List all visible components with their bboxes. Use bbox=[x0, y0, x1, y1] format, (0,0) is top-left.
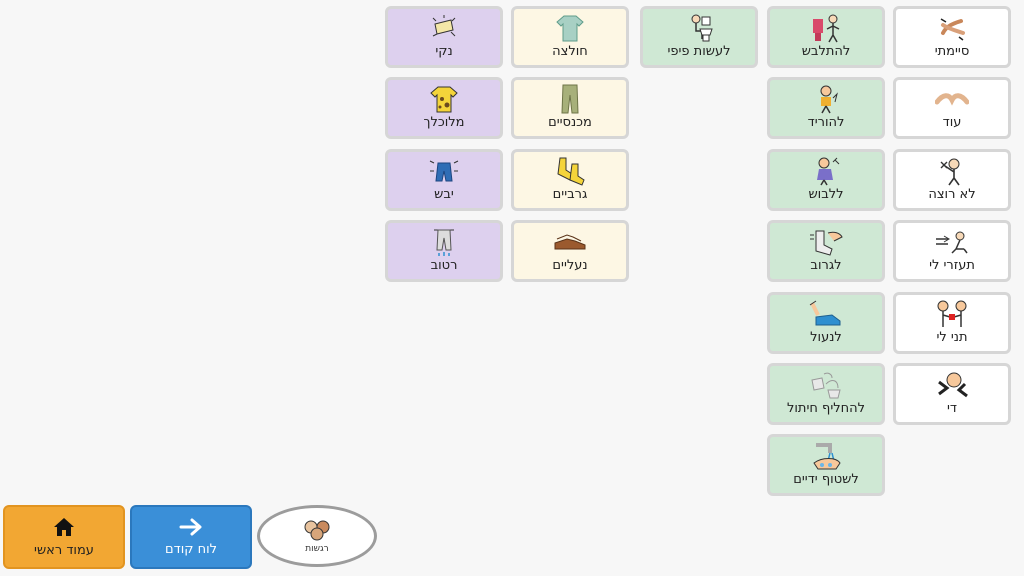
card-label: חולצה bbox=[552, 44, 588, 59]
enough-icon bbox=[896, 369, 1008, 401]
card-put-on-shoes[interactable]: לנעול bbox=[767, 292, 885, 354]
card-toilet[interactable]: לעשות פיפי bbox=[640, 6, 758, 68]
card-socks[interactable]: גרביים bbox=[511, 149, 629, 211]
card-shirt[interactable]: חולצה bbox=[511, 6, 629, 68]
card-get-dressed[interactable]: להתלבש bbox=[767, 6, 885, 68]
dont-want-icon bbox=[896, 155, 1008, 187]
clean-icon bbox=[388, 12, 500, 44]
socks-icon bbox=[514, 155, 626, 187]
dry-icon bbox=[388, 155, 500, 187]
card-help-me[interactable]: תעזרי לי bbox=[893, 220, 1011, 282]
previous-board-button[interactable]: לוח קודם bbox=[130, 505, 252, 569]
feelings-button[interactable]: רגשות bbox=[257, 505, 377, 567]
feelings-label: רגשות bbox=[305, 544, 329, 554]
home-button-label: עמוד ראשי bbox=[34, 542, 94, 558]
put-on-socks-icon bbox=[770, 226, 882, 258]
card-put-on[interactable]: ללבוש bbox=[767, 149, 885, 211]
card-label: רטוב bbox=[430, 258, 458, 273]
put-on-icon bbox=[770, 155, 882, 187]
card-label: לא רוצה bbox=[928, 187, 976, 202]
card-label: ללבוש bbox=[808, 187, 844, 202]
card-enough[interactable]: די bbox=[893, 363, 1011, 425]
card-label: מכנסיים bbox=[548, 115, 592, 130]
card-label: תני לי bbox=[936, 330, 968, 345]
card-label: עוד bbox=[942, 115, 962, 130]
card-put-on-socks[interactable]: לגרוב bbox=[767, 220, 885, 282]
give-me-icon bbox=[896, 298, 1008, 330]
dirty-shirt-icon bbox=[388, 83, 500, 115]
card-label: מלוכלך bbox=[423, 115, 465, 130]
card-label: לעשות פיפי bbox=[667, 44, 731, 59]
change-diaper-icon bbox=[770, 369, 882, 401]
card-label: להוריד bbox=[807, 115, 845, 130]
home-icon bbox=[54, 517, 74, 536]
card-wet[interactable]: רטוב bbox=[385, 220, 503, 282]
toilet-icon bbox=[643, 12, 755, 44]
card-dry[interactable]: יבש bbox=[385, 149, 503, 211]
wash-hands-icon bbox=[770, 440, 882, 472]
more-hands-icon bbox=[896, 83, 1008, 115]
card-shoes[interactable]: נעליים bbox=[511, 220, 629, 282]
shoes-icon bbox=[514, 226, 626, 258]
previous-board-label: לוח קודם bbox=[164, 541, 218, 557]
card-label: תעזרי לי bbox=[929, 258, 975, 273]
pants-icon bbox=[514, 83, 626, 115]
card-label: להתלבש bbox=[801, 44, 851, 59]
card-label: להחליף חיתול bbox=[787, 401, 865, 416]
put-on-shoes-icon bbox=[770, 298, 882, 330]
card-label: די bbox=[946, 401, 957, 416]
arrow-right-icon bbox=[179, 518, 202, 535]
card-label: נקי bbox=[435, 44, 453, 59]
get-dressed-icon bbox=[770, 12, 882, 44]
card-dont-want[interactable]: לא רוצה bbox=[893, 149, 1011, 211]
card-finished[interactable]: סיימתי bbox=[893, 6, 1011, 68]
card-take-off[interactable]: להוריד bbox=[767, 77, 885, 139]
card-label: גרביים bbox=[552, 187, 588, 202]
wet-icon bbox=[388, 226, 500, 258]
card-dirty[interactable]: מלוכלך bbox=[385, 77, 503, 139]
faces-icon bbox=[304, 520, 330, 541]
card-label: יבש bbox=[434, 187, 454, 202]
card-wash-hands[interactable]: לשטוף ידיים bbox=[767, 434, 885, 496]
card-give-me[interactable]: תני לי bbox=[893, 292, 1011, 354]
card-label: לשטוף ידיים bbox=[793, 472, 859, 487]
card-clean[interactable]: נקי bbox=[385, 6, 503, 68]
card-label: לנעול bbox=[810, 330, 842, 345]
finished-hands-icon bbox=[896, 12, 1008, 44]
card-label: נעליים bbox=[552, 258, 588, 273]
home-button[interactable]: עמוד ראשי bbox=[3, 505, 125, 569]
card-label: סיימתי bbox=[934, 44, 970, 59]
card-more[interactable]: עוד bbox=[893, 77, 1011, 139]
card-pants[interactable]: מכנסיים bbox=[511, 77, 629, 139]
take-off-icon bbox=[770, 83, 882, 115]
card-label: לגרוב bbox=[810, 258, 842, 273]
help-me-icon bbox=[896, 226, 1008, 258]
shirt-icon bbox=[514, 12, 626, 44]
card-change-diaper[interactable]: להחליף חיתול bbox=[767, 363, 885, 425]
